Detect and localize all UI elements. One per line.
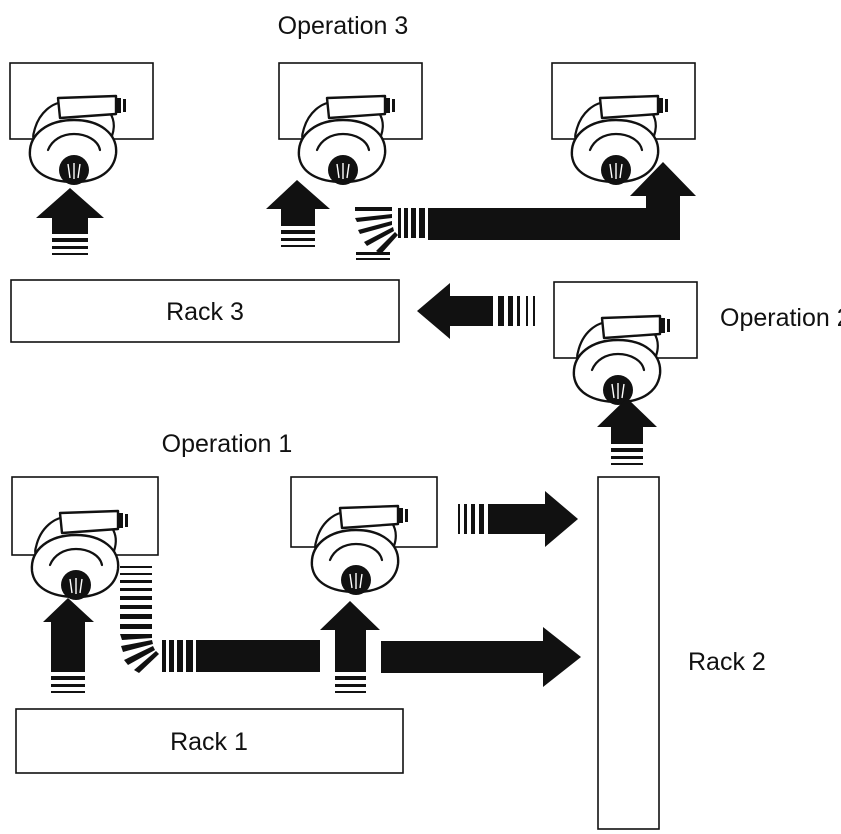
rack-3-label: Rack 3 xyxy=(166,298,244,326)
rack-3: Rack 3 xyxy=(11,280,399,342)
flow-arrow-right-icon xyxy=(381,627,581,687)
flow-arrow-right-icon xyxy=(458,491,578,547)
flow-arrow-up-icon xyxy=(597,398,657,465)
operation-2-label: Operation 2 xyxy=(720,304,841,332)
flow-arrow-up-icon xyxy=(43,598,94,693)
workstation-operation-1-right xyxy=(291,477,437,595)
operation-1-label: Operation 1 xyxy=(162,430,293,458)
flow-arrow-up-icon xyxy=(320,601,380,693)
rack-1: Rack 1 xyxy=(16,709,403,773)
flow-arrow-up-icon xyxy=(36,188,104,255)
flow-arrow-up-icon xyxy=(266,180,330,247)
flow-arrow-left-icon xyxy=(417,283,535,339)
workstation-operation-2 xyxy=(554,282,697,405)
workstation-top-left xyxy=(10,63,153,185)
operation-3-label: Operation 3 xyxy=(278,12,409,40)
rack-1-label: Rack 1 xyxy=(170,728,248,756)
rack-2-label: Rack 2 xyxy=(688,648,766,676)
flow-arrow-corner-icon xyxy=(355,162,696,260)
workstation-operation-3 xyxy=(279,63,422,185)
rack-2 xyxy=(598,477,659,829)
flow-arrow-corner-icon xyxy=(120,566,320,673)
workstation-top-right xyxy=(552,63,695,185)
